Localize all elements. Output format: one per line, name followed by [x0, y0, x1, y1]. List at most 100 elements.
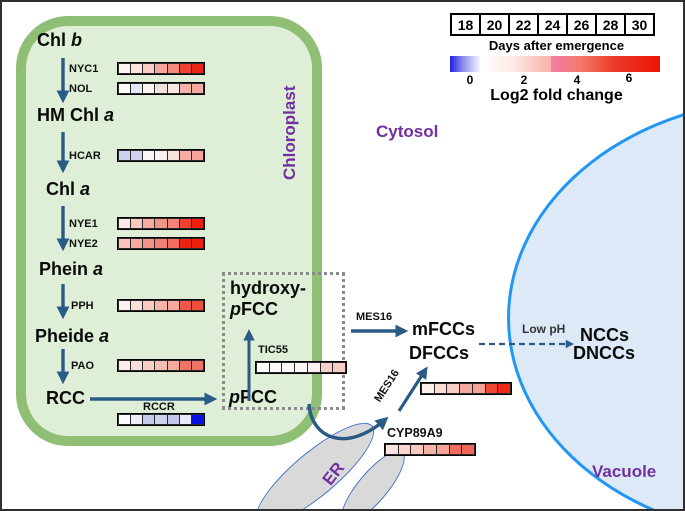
heatmap-cell [191, 64, 203, 73]
heatmap-cell [460, 384, 472, 393]
heatmap-cell [119, 219, 131, 228]
heatmap-cell [498, 384, 511, 393]
heatmap-mes16 [420, 382, 512, 395]
heatmap-cell [179, 219, 191, 228]
heatmap-cell [119, 151, 131, 160]
heatmap-cell [131, 415, 143, 424]
grad-tick-4: 4 [573, 73, 581, 87]
heatmap-cyp89a9 [384, 443, 476, 456]
heatmap-cell [179, 361, 191, 370]
metabolite-pheide-a: Pheide a [35, 326, 110, 346]
pfcc-dashed-box [222, 272, 345, 410]
heatmap-cell [119, 415, 131, 424]
heatmap-cell [179, 84, 191, 93]
heatmap-cell [269, 363, 282, 372]
heatmap-cell [167, 415, 179, 424]
enzyme-label-cyp89a9: CYP89A9 [387, 426, 443, 440]
heatmap-cell [119, 84, 131, 93]
enzyme-label-hcar: HCAR [69, 150, 101, 162]
heatmap-cell [155, 219, 167, 228]
metabolite-hydroxy-pfcc: hydroxy-pFCC [230, 278, 307, 319]
heatmap-cell [282, 363, 295, 372]
heatmap-cell [131, 151, 143, 160]
enzyme-label-nol: NOL [69, 83, 93, 95]
heatmap-cell [155, 64, 167, 73]
heatmap-cell [155, 239, 167, 248]
enzyme-label-mes16: MES16 [356, 311, 393, 323]
heatmap-cell [179, 239, 191, 248]
day-cell: 26 [566, 13, 597, 36]
heatmap-cell [179, 64, 191, 73]
log2-gradient-bar [450, 56, 660, 72]
low-ph-label: Low pH [522, 322, 566, 336]
metabolite-chl-b: Chl b [37, 30, 82, 50]
heatmap-cell [131, 239, 143, 248]
heatmap-rccr [117, 413, 205, 426]
day-cell: 20 [479, 13, 510, 36]
day-cell: 18 [450, 13, 481, 36]
vacuole-shape [507, 97, 683, 509]
heatmap-cell [191, 219, 203, 228]
heatmap-cell [143, 219, 155, 228]
heatmap-cell [131, 84, 143, 93]
heatmap-cell [191, 361, 203, 370]
vacuole-label: Vacuole [592, 462, 657, 481]
heatmap-cell [143, 361, 155, 370]
heatmap-cell [422, 384, 434, 393]
heatmap-cell [119, 361, 131, 370]
heatmap-cell [436, 445, 449, 454]
heatmap-cell [131, 219, 143, 228]
heatmap-cell [307, 363, 320, 372]
enzyme-label-mes16-diag: MES16 [372, 367, 402, 405]
heatmap-cell [191, 415, 203, 424]
grad-tick-6: 6 [625, 71, 633, 85]
metabolite-dfccs: DFCCs [409, 343, 470, 363]
metabolite-dnccs: DNCCs [573, 343, 636, 363]
heatmap-cell [155, 84, 167, 93]
heatmap-cell [447, 384, 460, 393]
day-cell: 24 [537, 13, 568, 36]
heatmap-cell [143, 64, 155, 73]
heatmap-nye1 [117, 217, 205, 230]
metabolite-rcc: RCC [46, 388, 85, 408]
grad-tick-2: 2 [520, 73, 528, 87]
heatmap-cell [179, 415, 191, 424]
heatmap-cell [167, 301, 179, 310]
heatmap-cell [131, 301, 143, 310]
enzyme-label-pph: PPH [71, 300, 94, 312]
cytosol-label: Cytosol [376, 122, 439, 141]
heatmap-cell [424, 445, 436, 454]
metabolite-chl-a: Chl a [46, 179, 91, 199]
heatmap-cell [167, 84, 179, 93]
metabolite-nccs: NCCs [580, 325, 630, 345]
heatmap-cell [179, 151, 191, 160]
heatmap-cell [143, 84, 155, 93]
grad-tick-0: 0 [466, 73, 474, 87]
heatmap-cell [167, 361, 179, 370]
heatmap-cell [143, 239, 155, 248]
heatmap-cell [386, 445, 398, 454]
heatmap-cell [472, 384, 485, 393]
heatmap-cell [434, 384, 447, 393]
heatmap-cell [119, 239, 131, 248]
heatmap-cell [167, 64, 179, 73]
heatmap-cell [449, 445, 462, 454]
day-cell: 28 [595, 13, 626, 36]
heatmap-nol [117, 82, 205, 95]
enzyme-label-rccr: RCCR [143, 401, 175, 413]
chloroplast-label: Chloroplast [280, 85, 299, 180]
heatmap-cell [155, 415, 167, 424]
metabolite-hm-chl-a: HM Chl a [37, 105, 115, 125]
heatmap-cell [333, 363, 346, 372]
heatmap-cell [257, 363, 269, 372]
heatmap-cell [191, 84, 203, 93]
heatmap-cell [143, 151, 155, 160]
metabolite-mfccs: mFCCs [412, 319, 476, 339]
heatmap-cell [143, 301, 155, 310]
heatmap-nye2 [117, 237, 205, 250]
heatmap-hcar [117, 149, 205, 162]
enzyme-label-nye1: NYE1 [69, 218, 98, 230]
log2-caption: Log2 fold change [490, 87, 623, 104]
